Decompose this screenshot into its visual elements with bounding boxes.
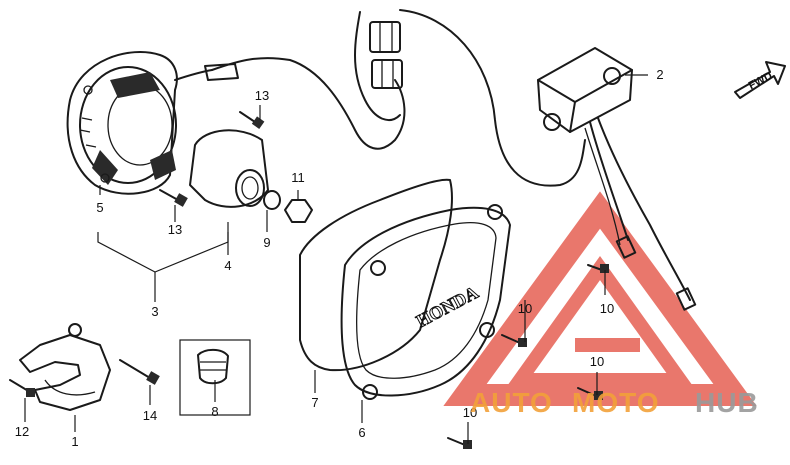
callout-10b: 10	[600, 301, 614, 316]
leader-lines	[24, 74, 648, 444]
callout-10a: 10	[518, 301, 532, 316]
watermark-auto: AUTO	[470, 387, 553, 418]
bolt-10a	[501, 334, 527, 347]
bolt-10c	[577, 387, 603, 400]
callout-13a: 13	[255, 88, 269, 103]
bolt-13a	[239, 111, 265, 129]
bolt-12	[9, 379, 35, 397]
watermark-hub: HUB	[695, 387, 759, 418]
callout-14: 14	[143, 408, 157, 423]
callout-10c: 10	[590, 354, 604, 369]
bolt-14	[119, 359, 160, 385]
watermark-moto: MOTO	[572, 387, 659, 418]
callout-13b: 13	[168, 222, 182, 237]
gasket	[299, 178, 453, 372]
bolt-13b	[159, 189, 188, 207]
callout-11: 11	[291, 170, 305, 185]
callout-5: 5	[96, 200, 103, 215]
callout-9: 9	[263, 235, 270, 250]
bolt-10d	[447, 437, 472, 449]
nut	[284, 199, 313, 223]
bolt-10b	[587, 264, 609, 273]
fwd-label: FWD	[747, 70, 775, 92]
callout-8: 8	[211, 404, 218, 419]
cover-logo-text: HONDA	[413, 282, 482, 331]
callout-10d: 10	[463, 405, 477, 420]
callout-6: 6	[358, 425, 365, 440]
callout-12: 12	[15, 424, 29, 439]
cdi-unit	[537, 47, 697, 311]
callout-1: 1	[71, 434, 78, 449]
callout-2: 2	[656, 67, 663, 82]
stator-assembly	[66, 51, 213, 195]
callouts: 5 13 13 11 9 4 3 2 7 6 8 14 1 12 10 10 1…	[15, 67, 664, 449]
bracket	[19, 323, 111, 411]
watermark-text: AUTO MOTO HUB	[470, 387, 759, 418]
callout-4: 4	[224, 258, 231, 273]
washer	[263, 190, 281, 210]
rotor	[189, 129, 269, 208]
callout-3: 3	[151, 304, 158, 319]
forward-arrow-icon: FWD	[734, 61, 786, 99]
plug	[179, 339, 251, 416]
callout-7: 7	[311, 395, 318, 410]
wire-harness	[204, 9, 586, 187]
